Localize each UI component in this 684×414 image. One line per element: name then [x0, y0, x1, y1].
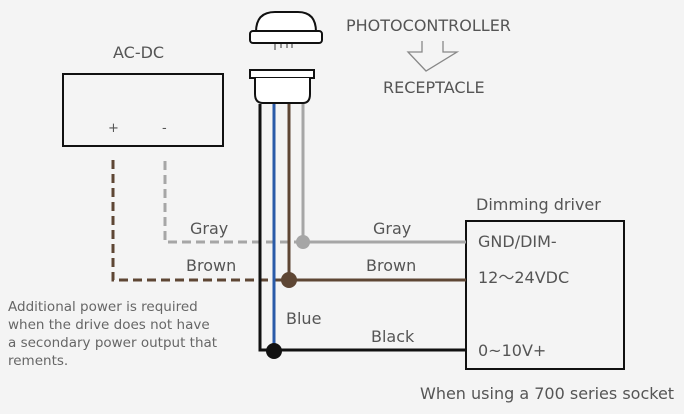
driver-terminal-signal: 0~10V+ [478, 341, 547, 360]
driver-terminal-power: 12～24VDC [478, 268, 570, 287]
additional-power-note: Additional power is required when the dr… [8, 298, 248, 370]
note-line: a secondary power output that [8, 335, 218, 351]
note-line: when the drive does not have [8, 317, 210, 333]
photocontroller-label: PHOTOCONTROLLER [346, 16, 511, 35]
gray-junction [296, 235, 310, 249]
black-wire [258, 104, 466, 352]
wire-label-gray-right: Gray [373, 219, 412, 238]
wire-label-black: Black [371, 327, 415, 346]
acdc-plus-terminal: + [108, 121, 119, 136]
note-line: rements. [8, 353, 69, 369]
receptacle-icon [249, 69, 315, 104]
wire-label-gray-left: Gray [190, 219, 229, 238]
wire-label-brown-left: Brown [186, 256, 237, 275]
black-junction [266, 343, 282, 359]
brown-wire [287, 104, 466, 282]
acdc-box [62, 73, 224, 147]
wire-label-blue: Blue [286, 309, 322, 328]
acdc-label: AC-DC [113, 43, 165, 62]
note-line: Additional power is required [8, 299, 198, 315]
acdc-minus-terminal: - [162, 121, 167, 136]
brown-junction [281, 272, 297, 288]
driver-title: Dimming driver [476, 195, 601, 214]
wire-label-brown-right: Brown [366, 256, 417, 275]
driver-terminal-gnd: GND/DIM- [478, 232, 557, 251]
photocontroller-icon [249, 11, 323, 50]
down-arrow-icon [406, 41, 460, 72]
dashed-gray-wire [163, 161, 303, 244]
receptacle-label: RECEPTACLE [383, 78, 485, 97]
socket-caption: When using a 700 series socket [420, 384, 675, 403]
driver-box [465, 220, 625, 370]
dashed-brown-wire [111, 160, 289, 282]
